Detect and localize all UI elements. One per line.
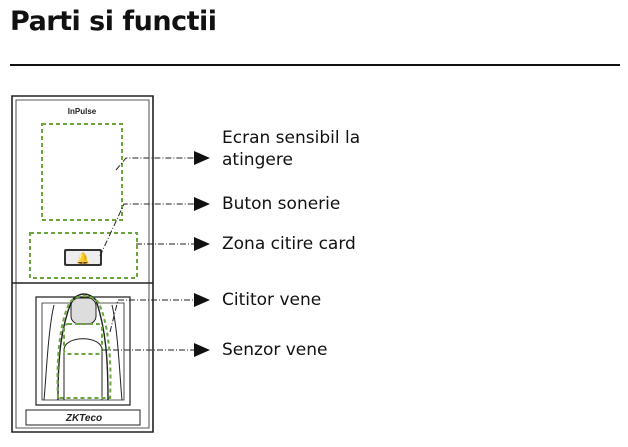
device-brand-label: InPulse	[68, 107, 97, 116]
leader-line-vein-reader	[109, 299, 205, 333]
arrow-icon	[194, 197, 210, 211]
vein-reader-zone	[56, 295, 112, 399]
touch-screen-zone	[41, 123, 123, 221]
callout-bell-button: Buton sonerie	[222, 194, 341, 214]
callout-card-zone: Zona citire card	[222, 234, 356, 254]
bell-icon: 🔔	[76, 252, 90, 265]
page-title: Parti si functii	[10, 6, 217, 37]
vein-sensor-zone	[63, 323, 103, 355]
device-illustration	[11, 95, 154, 433]
callout-touch-screen: Ecran sensibil la atingere	[222, 128, 361, 170]
device-logo: ZKTeco	[65, 413, 102, 424]
leader-line-touch-screen	[115, 157, 205, 171]
leader-line-bell-button	[99, 203, 205, 257]
card-reading-zone	[29, 232, 138, 279]
arrow-icon	[194, 151, 210, 165]
arrow-icon	[194, 293, 210, 307]
callout-vein-sensor: Senzor vene	[222, 340, 328, 360]
title-divider	[10, 64, 620, 66]
arrow-icon	[194, 343, 210, 357]
arrow-icon	[194, 237, 210, 251]
callout-vein-reader: Cititor vene	[222, 290, 322, 310]
